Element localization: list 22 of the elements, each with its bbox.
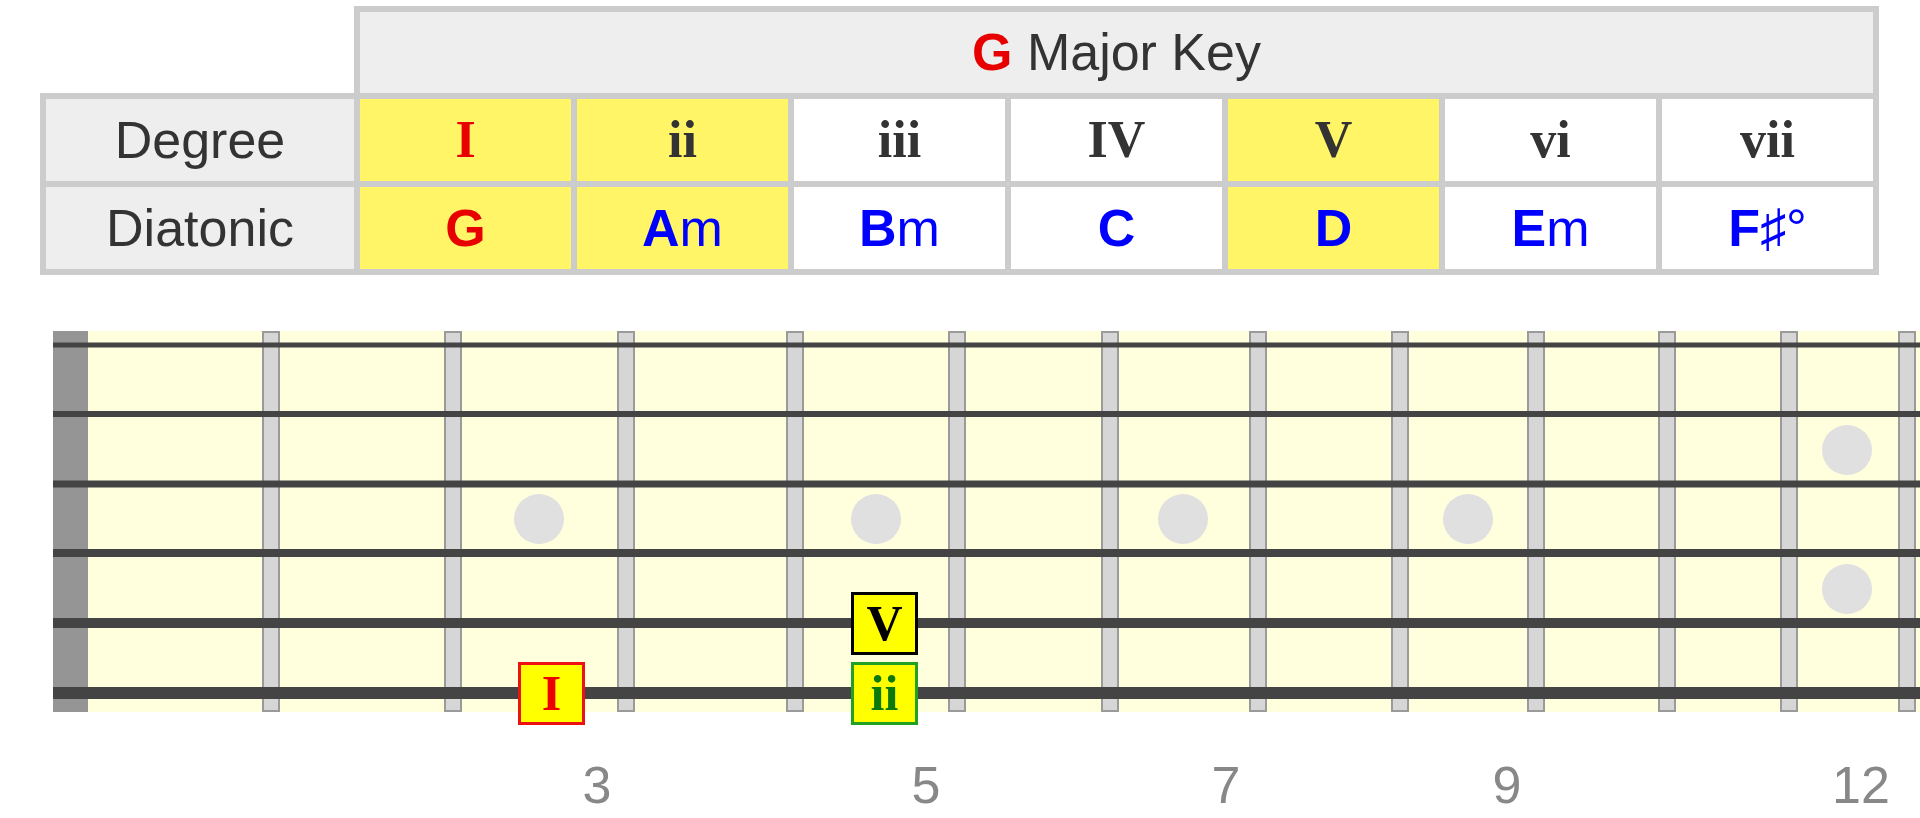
degree-cell: vi — [1445, 99, 1656, 181]
fret-number: 7 — [1211, 759, 1241, 811]
chord-cell: C — [1011, 187, 1222, 269]
fret-number: 5 — [911, 759, 941, 811]
degree-cell: ii — [577, 99, 788, 181]
row-label-cell: Degree — [46, 99, 354, 181]
chord-cell: G — [360, 187, 571, 269]
fret-number: 3 — [582, 759, 612, 811]
row-label-cell: Diatonic — [46, 187, 354, 269]
degree-cell: vii — [1662, 99, 1873, 181]
degree-cell: V — [1228, 99, 1439, 181]
fret-number: 12 — [1832, 759, 1890, 811]
chord-cell: Em — [1445, 187, 1656, 269]
chord-cell: F♯° — [1662, 187, 1873, 269]
chord-cell: D — [1228, 187, 1439, 269]
degree-cell: I — [360, 99, 571, 181]
key-title-cell: G Major Key — [360, 12, 1873, 93]
degree-cell: IV — [1011, 99, 1222, 181]
degree-cell: iii — [794, 99, 1005, 181]
chord-cell: Am — [577, 187, 788, 269]
fret-number: 9 — [1492, 759, 1522, 811]
chord-cell: Bm — [794, 187, 1005, 269]
